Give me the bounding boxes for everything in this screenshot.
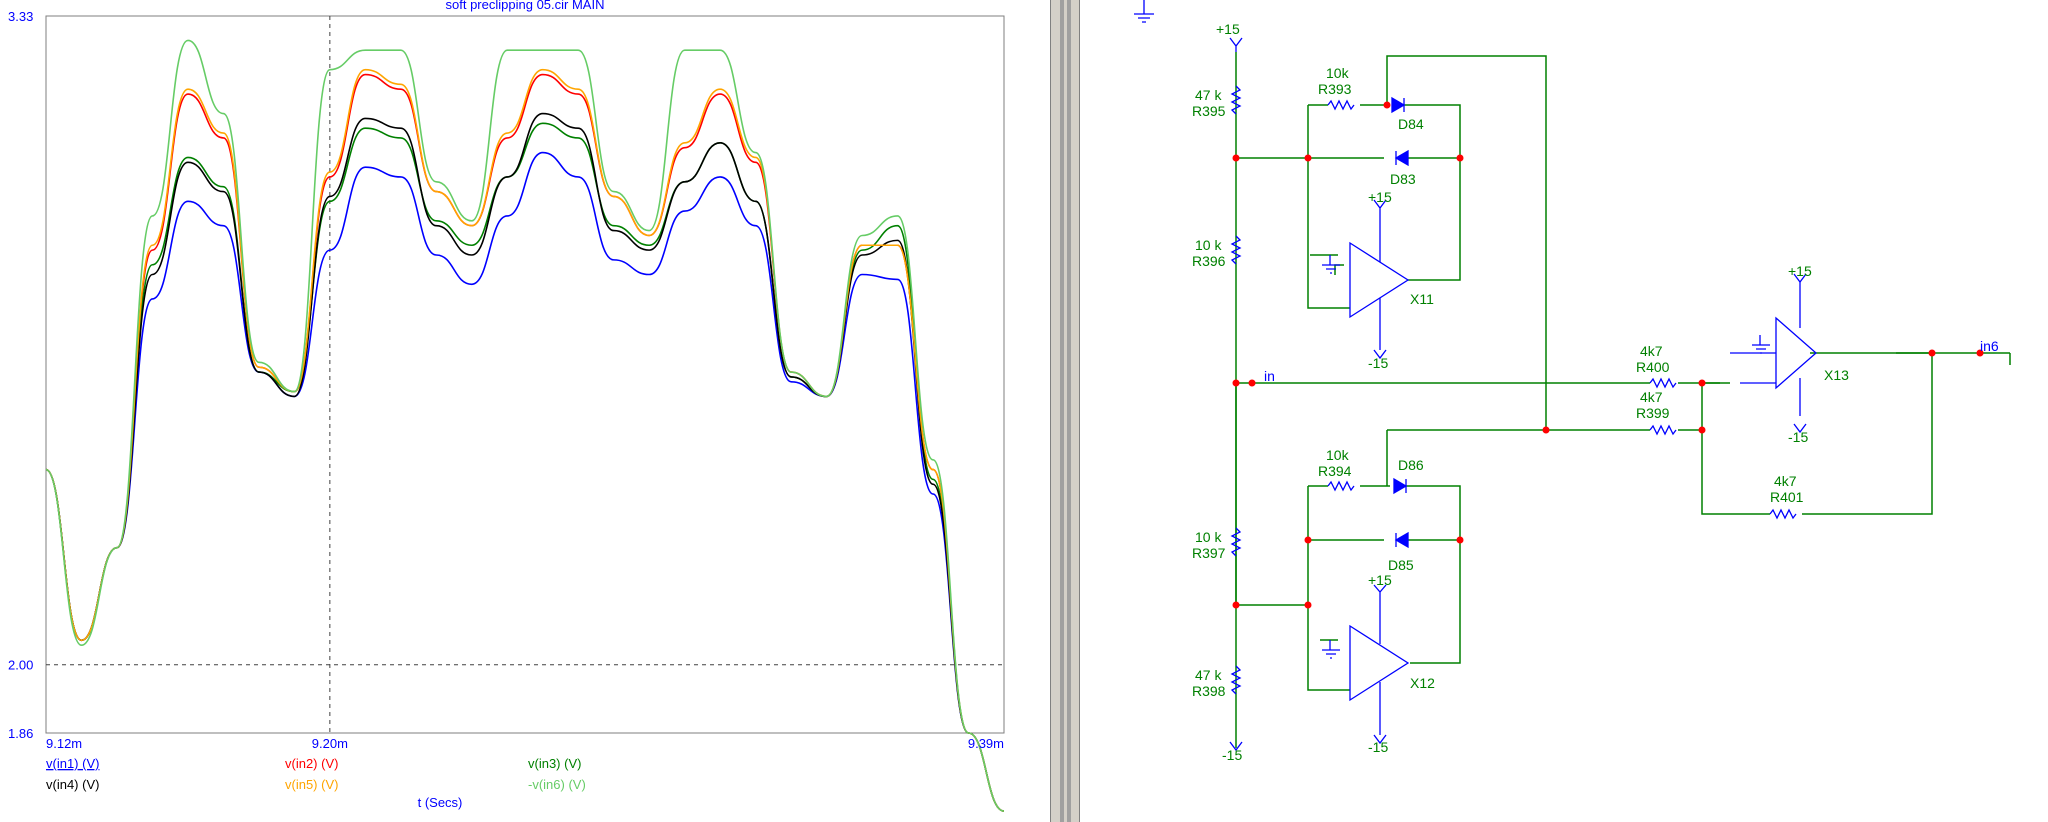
- resistor-value: 10k: [1326, 447, 1350, 463]
- legend-entry: -v(in6) (V): [528, 777, 586, 792]
- resistor-ref: R394: [1318, 463, 1352, 479]
- junction-node: [1456, 154, 1464, 162]
- splitter-grip: [1060, 0, 1064, 822]
- junction-node: [1304, 536, 1312, 544]
- supply-label: -15: [1788, 429, 1808, 445]
- junction-node: [1383, 101, 1391, 109]
- axis-ticks: 3.33 2.00 1.86 9.12m 9.20m 9.39m: [8, 9, 1004, 751]
- resistor-ref: R396: [1192, 253, 1226, 269]
- plot-title: soft preclipping 05.cir MAIN: [446, 0, 605, 12]
- resistor-value: 10k: [1326, 65, 1350, 81]
- x-axis-label: t (Secs): [418, 795, 463, 810]
- legend-entry: v(in1) (V): [46, 756, 99, 771]
- series-line: [45, 112, 1005, 812]
- supply-label: -15: [1222, 747, 1242, 763]
- legend-entry: v(in2) (V): [285, 756, 338, 771]
- junction-node: [1542, 426, 1550, 434]
- series-line: [45, 39, 1005, 812]
- legend-entry: v(in5) (V): [285, 777, 338, 792]
- y-tick-label: 1.86: [8, 726, 33, 741]
- series-line: [45, 151, 1005, 812]
- resistor-value: 4k7: [1774, 473, 1797, 489]
- junction-node: [1248, 379, 1256, 387]
- resistor-ref: R393: [1318, 81, 1352, 97]
- legend-entry: v(in4) (V): [46, 777, 99, 792]
- legend-entry: v(in3) (V): [528, 756, 581, 771]
- opamp-ref: X13: [1824, 367, 1849, 383]
- resistor-ref: R399: [1636, 405, 1670, 421]
- cursor-grid: [46, 16, 1004, 733]
- y-tick-label: 3.33: [8, 9, 33, 24]
- resistor-value: 4k7: [1640, 343, 1663, 359]
- junction-node: [1456, 536, 1464, 544]
- resistor-value: 10 k: [1195, 237, 1222, 253]
- junction-node: [1928, 349, 1936, 357]
- supply-label: +15: [1368, 572, 1392, 588]
- splitter-grip: [1067, 0, 1071, 822]
- plot-frame: [45, 15, 1005, 734]
- series-line: [45, 68, 1005, 812]
- junction-node: [1304, 601, 1312, 609]
- resistor-ref: R400: [1636, 359, 1670, 375]
- net-label-input: in: [1264, 368, 1275, 384]
- x-tick-label: 9.39m: [968, 736, 1004, 751]
- series-line: [45, 122, 1005, 812]
- x-tick-label: 9.20m: [312, 736, 348, 751]
- junction-node: [1304, 154, 1312, 162]
- supply-label: +15: [1788, 263, 1812, 279]
- opamp-ref: X12: [1410, 675, 1435, 691]
- schematic-components: [1134, 0, 1817, 752]
- diode-ref: D83: [1390, 171, 1416, 187]
- resistor-value: 4k7: [1640, 389, 1663, 405]
- junction-node: [1698, 379, 1706, 387]
- x-tick-label: 9.12m: [46, 736, 82, 751]
- waveform-series: [45, 39, 1005, 812]
- resistor-ref: R401: [1770, 489, 1804, 505]
- schematic-wires: [1235, 52, 2011, 748]
- opamp-ref: X11: [1410, 291, 1434, 307]
- junction-node: [1976, 349, 1984, 357]
- pane-splitter[interactable]: [1050, 0, 1080, 822]
- diode-ref: D84: [1398, 116, 1424, 132]
- junction-node: [1232, 379, 1240, 387]
- diode-ref: D86: [1398, 457, 1424, 473]
- supply-label: +15: [1368, 189, 1392, 205]
- resistor-ref: R398: [1192, 683, 1226, 699]
- resistor-ref: R397: [1192, 545, 1226, 561]
- waveform-legend: v(in1) (V) v(in2) (V) v(in3) (V) v(in4) (V)…: [46, 756, 586, 792]
- diode-ref: D85: [1388, 557, 1414, 573]
- resistor-value: 47 k: [1195, 667, 1222, 683]
- junction-node: [1232, 154, 1240, 162]
- supply-label: -15: [1368, 355, 1388, 371]
- schematic-junctions: [1232, 101, 1984, 609]
- net-label-output: in6: [1980, 338, 1999, 354]
- transient-plot[interactable]: soft preclipping 05.cir MAIN 3.33 2.00 1.8…: [0, 0, 1050, 822]
- supply-label: -15: [1368, 739, 1388, 755]
- supply-label: +15: [1216, 21, 1240, 37]
- junction-node: [1232, 601, 1240, 609]
- simulation-plot-window: soft preclipping 05.cir MAIN 3.33 2.00 1.8…: [0, 0, 1050, 822]
- resistor-value: 47 k: [1195, 87, 1222, 103]
- resistor-ref: R395: [1192, 103, 1226, 119]
- junction-node: [1698, 426, 1706, 434]
- y-tick-label: 2.00: [8, 658, 33, 673]
- resistor-value: 10 k: [1195, 529, 1222, 545]
